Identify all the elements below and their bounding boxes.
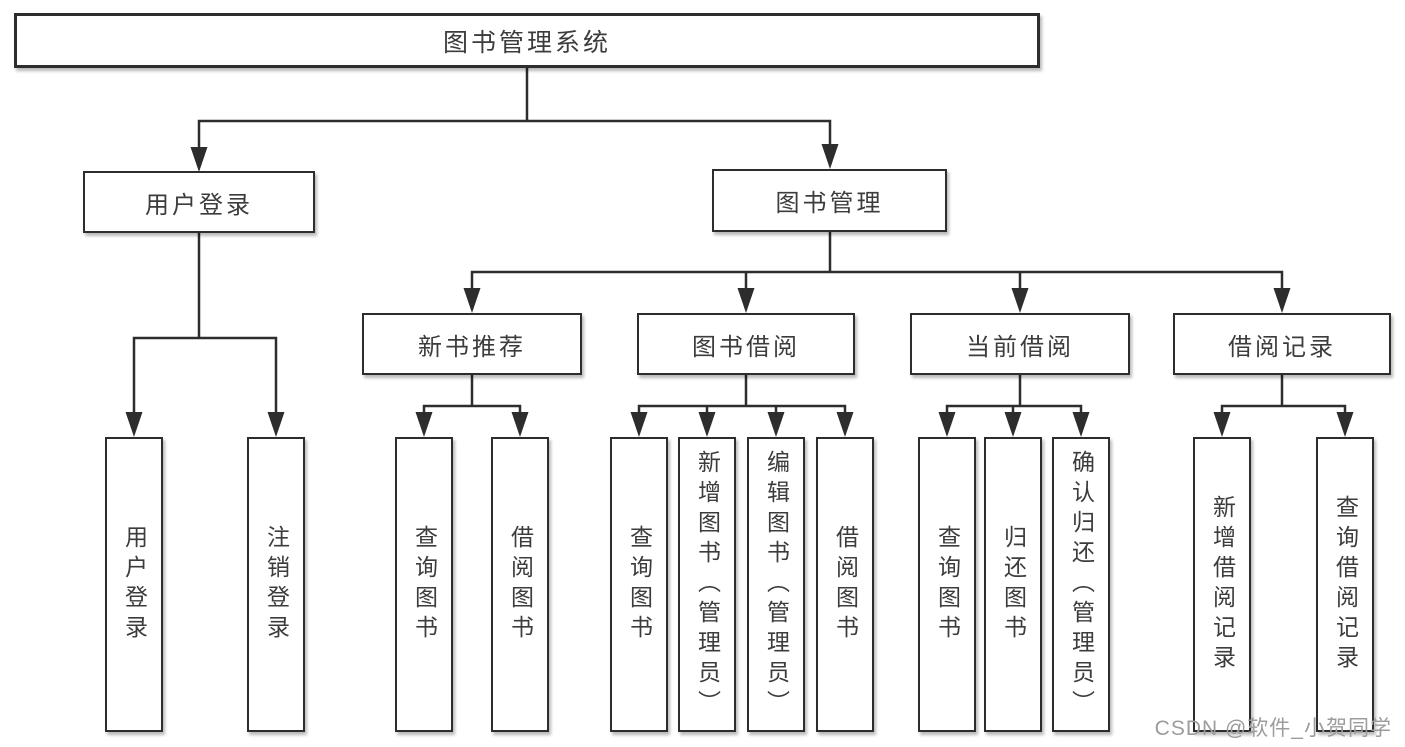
node-leaf-query-book-1: 查询图书 xyxy=(395,437,453,732)
node-leaf-edit-book-admin: 编辑图书（管理员） xyxy=(747,437,805,732)
node-label: 编辑图书（管理员） xyxy=(763,449,790,720)
node-label: 注销登录 xyxy=(263,524,290,645)
node-label: 新书推荐 xyxy=(418,333,526,361)
node-leaf-logout: 注销登录 xyxy=(247,437,305,732)
node-label: 借阅记录 xyxy=(1228,333,1336,361)
node-leaf-return-book: 归还图书 xyxy=(984,437,1042,732)
node-label: 借阅图书 xyxy=(832,524,859,645)
node-leaf-query-book-3: 查询图书 xyxy=(918,437,976,732)
node-new-book-recommend: 新书推荐 xyxy=(362,313,582,375)
node-leaf-user-login: 用户登录 xyxy=(105,437,163,732)
csdn-watermark: CSDN @软件_小贺同学 xyxy=(1154,717,1392,740)
node-label: 当前借阅 xyxy=(966,333,1074,361)
node-label: 用户登录 xyxy=(121,524,148,645)
node-label: 图书管理系统 xyxy=(442,28,611,57)
node-user-login: 用户登录 xyxy=(83,171,315,233)
node-leaf-borrow-book-2: 借阅图书 xyxy=(816,437,874,732)
node-leaf-query-book-2: 查询图书 xyxy=(610,437,668,732)
node-current-borrow: 当前借阅 xyxy=(910,313,1130,375)
node-label: 借阅图书 xyxy=(507,524,534,645)
node-leaf-borrow-book-1: 借阅图书 xyxy=(491,437,549,732)
node-label: 确认归还（管理员） xyxy=(1068,449,1095,720)
node-label: 查询图书 xyxy=(934,524,961,645)
node-leaf-confirm-return-admin: 确认归还（管理员） xyxy=(1052,437,1110,732)
node-label: 新增借阅记录 xyxy=(1209,494,1236,675)
node-book-management: 图书管理 xyxy=(712,169,947,232)
node-leaf-query-borrow-record: 查询借阅记录 xyxy=(1316,437,1374,732)
node-label: 查询借阅记录 xyxy=(1332,494,1359,675)
node-library-management-system: 图书管理系统 xyxy=(14,13,1040,68)
node-label: 查询图书 xyxy=(626,524,653,645)
connector-lines xyxy=(132,66,1347,426)
node-book-borrow: 图书借阅 xyxy=(637,313,855,375)
node-borrow-records: 借阅记录 xyxy=(1173,313,1391,375)
node-label: 用户登录 xyxy=(145,191,253,219)
node-leaf-add-book-admin: 新增图书（管理员） xyxy=(678,437,736,732)
node-label: 查询图书 xyxy=(411,524,438,645)
node-label: 图书管理 xyxy=(775,190,884,217)
node-label: 归还图书 xyxy=(1000,524,1027,645)
node-leaf-add-borrow-record: 新增借阅记录 xyxy=(1193,437,1251,732)
node-label: 新增图书（管理员） xyxy=(694,449,721,720)
node-label: 图书借阅 xyxy=(692,333,800,361)
